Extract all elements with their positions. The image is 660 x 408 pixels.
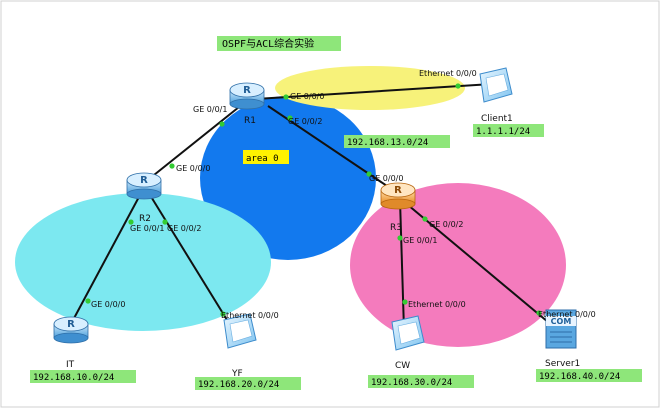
port-label-cw-eth: Ethernet 0/0/0 <box>408 300 466 309</box>
r2-lan-region <box>15 193 271 331</box>
client1-name: Client1 <box>481 114 513 124</box>
client1-ip: 1.1.1.1/24 <box>476 127 530 137</box>
port-dots <box>85 83 542 317</box>
svg-text:R: R <box>243 85 251 96</box>
port-dot <box>287 115 293 121</box>
port-label-r3-g001: GE 0/0/1 <box>403 236 437 245</box>
port-dot <box>283 94 289 100</box>
port-label-it-g000: GE 0/0/0 <box>91 300 125 309</box>
port-label-client-eth: Ethernet 0/0/0 <box>419 69 477 78</box>
port-dot <box>455 83 461 89</box>
net-it: 192.168.10.0/24 <box>33 373 114 383</box>
client1-ip-tag <box>473 124 544 137</box>
yf-name: YF <box>231 369 243 379</box>
router-icon[interactable]: R <box>229 82 265 110</box>
port-label-r1-g002: GE 0/0/2 <box>288 117 322 126</box>
net-server-tag <box>536 369 642 382</box>
link-r1-client1 <box>255 83 493 100</box>
area-tag <box>243 150 289 164</box>
svg-text:R: R <box>140 175 148 186</box>
port-dot <box>128 219 134 225</box>
area-label: area 0 <box>246 154 279 164</box>
net-r1-r3: 192.168.13.0/24 <box>347 138 428 148</box>
port-dot <box>85 298 91 304</box>
it-name: IT <box>66 360 75 370</box>
r1-client-region <box>275 66 465 110</box>
server-icon[interactable]: COM <box>545 309 577 349</box>
port-label-yf-eth: Ethernet 0/0/0 <box>221 311 279 320</box>
net-it-tag <box>30 370 136 383</box>
port-dot <box>162 219 168 225</box>
pc-icon[interactable] <box>479 67 513 103</box>
port-dot <box>366 171 372 177</box>
port-dot <box>422 216 428 222</box>
port-label-r1-g000: GE 0/0/0 <box>290 92 324 101</box>
link-r2-it <box>71 194 141 323</box>
port-label-r2-g000: GE 0/0/0 <box>176 164 210 173</box>
server-badge: COM <box>551 317 572 326</box>
router-icon[interactable]: R <box>53 316 89 344</box>
pc-icon[interactable] <box>223 313 257 349</box>
net-yf: 192.168.20.0/24 <box>198 380 279 390</box>
net-cw-tag <box>368 375 474 388</box>
cw-name: CW <box>395 361 410 371</box>
port-dot <box>220 311 226 317</box>
port-label-r3-g002: GE 0/0/2 <box>429 220 463 229</box>
diagram-title: OSPF与ACL综合实验 <box>222 37 314 50</box>
area0-region <box>200 96 376 260</box>
port-label-r1-g001: GE 0/0/1 <box>193 105 227 114</box>
router-name-r3: R3 <box>390 223 402 233</box>
net-r1-r3-tag <box>344 135 450 148</box>
net-cw: 192.168.30.0/24 <box>371 378 452 388</box>
router-icon[interactable]: R <box>126 172 162 200</box>
link-r3-cw <box>399 199 405 331</box>
port-label-server-eth: Ethernet 0/0/0 <box>538 310 596 319</box>
title-tag <box>217 36 341 51</box>
pc-icon[interactable] <box>391 315 425 351</box>
port-dot <box>402 299 408 305</box>
net-yf-tag <box>195 377 301 390</box>
svg-text:R: R <box>67 319 75 330</box>
port-label-r2-g002: GE 0/0/2 <box>167 224 201 233</box>
net-server: 192.168.40.0/24 <box>539 372 620 382</box>
port-label-r2-g001: GE 0/0/1 <box>130 224 164 233</box>
link-r1-r2 <box>143 102 245 184</box>
router-name-r2: R2 <box>139 214 151 224</box>
port-label-r3-g000: GE 0/0/0 <box>369 174 403 183</box>
r3-lan-region <box>350 183 566 347</box>
port-dot <box>169 163 175 169</box>
server1-name: Server1 <box>545 359 580 369</box>
router-name-r1: R1 <box>244 116 256 126</box>
router-icon[interactable]: R <box>380 182 416 210</box>
link-r2-yf <box>149 194 233 329</box>
port-dot <box>536 310 542 316</box>
port-dot <box>397 235 403 241</box>
svg-text:R: R <box>394 185 402 196</box>
port-dot <box>219 121 225 127</box>
